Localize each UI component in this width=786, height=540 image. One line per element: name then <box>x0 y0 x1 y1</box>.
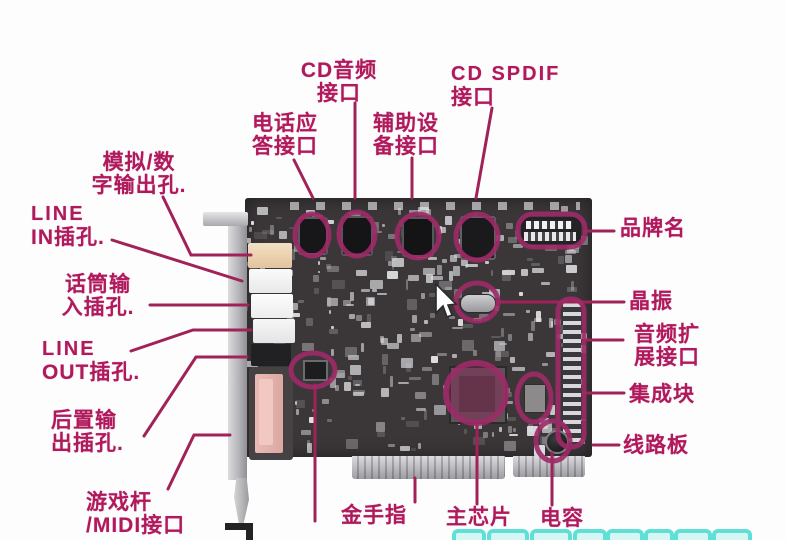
metal-bracket <box>228 212 247 480</box>
label-gold-fingers: 金手指 <box>341 504 407 527</box>
watermark-fragment <box>487 529 529 540</box>
analog-digital-out-jack <box>248 243 292 268</box>
label-rear-out: 后置输出插孔. <box>51 409 124 455</box>
cd-audio-connector <box>341 216 373 256</box>
audio-extension-header <box>563 303 581 445</box>
label-analog-digital-out: 模拟/数字输出孔. <box>91 151 187 197</box>
integrated-circuit-block <box>524 384 546 413</box>
watermark-fragment <box>674 529 712 540</box>
label-main-chip: 主芯片 <box>446 506 512 529</box>
main-chip <box>449 366 507 424</box>
rear-out-jack <box>251 344 291 366</box>
bracket-top-hook <box>203 212 248 226</box>
game-midi-port <box>249 367 293 460</box>
bottom-left-mark-horizontal <box>225 523 253 530</box>
gold-fingers-segment-short <box>513 456 585 477</box>
gold-fingers-segment-long <box>352 456 505 479</box>
label-capacitor: 电容 <box>540 507 584 530</box>
aux-connector <box>402 217 434 257</box>
label-circuit-board: 线路板 <box>623 434 689 457</box>
watermark-fragment <box>530 529 572 540</box>
label-crystal: 晶振 <box>629 290 673 313</box>
sound-card-pcb <box>245 198 592 457</box>
watermark-fragment <box>712 529 752 540</box>
label-cd-audio: CD音频接口 <box>300 59 378 105</box>
capacitor-component <box>545 430 569 454</box>
leader-phone-answer <box>292 158 315 200</box>
watermark-fragment <box>452 529 486 540</box>
watermark-fragment <box>644 529 674 540</box>
mic-in-jack <box>251 294 293 318</box>
label-ic-block: 集成块 <box>629 383 695 406</box>
label-aux-device: 辅助设备接口 <box>373 112 439 158</box>
line-out-jack <box>253 319 295 343</box>
leader-cd-spdif <box>474 106 494 200</box>
line-in-jack <box>249 269 292 293</box>
watermark-fragment <box>573 529 607 540</box>
bottom-left-mark-vertical <box>246 523 253 540</box>
bracket-tail <box>234 478 249 526</box>
label-game-midi: 游戏杆/MIDI接口 <box>86 491 186 537</box>
silkscreen-text-marks <box>290 202 580 210</box>
label-brand-name: 品牌名 <box>620 217 686 240</box>
label-phone-answer: 电话应答接口 <box>252 112 318 158</box>
phone-answer-connector <box>298 217 328 255</box>
crystal-oscillator <box>460 294 496 313</box>
watermark-fragment <box>606 529 644 540</box>
jumper-chip <box>303 360 328 381</box>
brand-label-block <box>521 217 581 245</box>
label-audio-ext: 音频扩展接口 <box>634 323 700 369</box>
cd-spdif-connector <box>460 216 496 260</box>
leader-game-midi <box>166 433 232 491</box>
label-mic-in: 话筒输入插孔. <box>61 273 135 319</box>
